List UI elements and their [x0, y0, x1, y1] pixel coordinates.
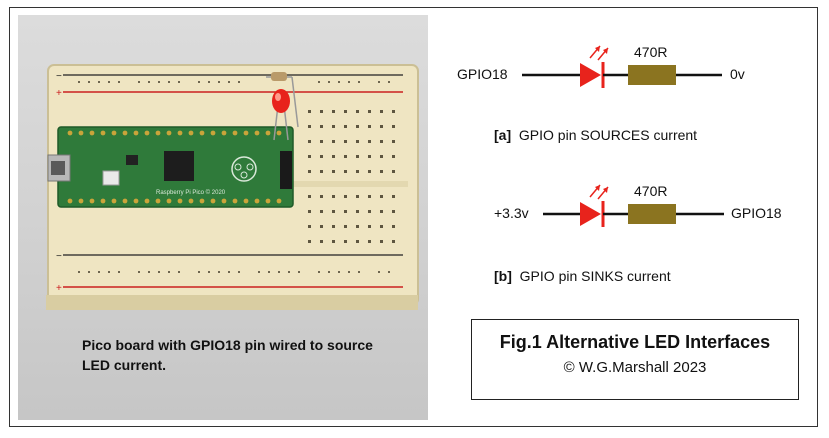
circuit-b-caption-text: GPIO pin SINKS current: [519, 268, 671, 284]
circuit-b: [543, 184, 724, 227]
circuit-a-caption: [a] GPIO pin SOURCES current: [494, 127, 697, 143]
circuit-b-resistor-label: 470R: [634, 183, 668, 199]
figure-title-box: Fig.1 Alternative LED Interfaces © W.G.M…: [471, 319, 799, 400]
led-b-symbol: [580, 202, 601, 226]
circuit-a-resistor-label: 470R: [634, 44, 668, 60]
circuit-b-left-label: +3.3v: [494, 205, 529, 221]
circuit-b-caption-tag: [b]: [494, 268, 512, 284]
circuit-a-caption-text: GPIO pin SOURCES current: [518, 127, 698, 143]
circuit-a-left-label: GPIO18: [457, 66, 508, 82]
circuit-a-right-label: 0v: [730, 66, 745, 82]
svg-text:+: +: [56, 88, 62, 99]
circuit-a-caption-tag: [a]: [494, 127, 512, 143]
svg-text:+: +: [56, 283, 62, 294]
svg-text:−: −: [56, 71, 62, 82]
breadboard-photo: − + − +: [18, 15, 428, 420]
figure-title: Fig.1 Alternative LED Interfaces: [499, 332, 771, 352]
led-and-resistor: [266, 72, 299, 141]
photo-caption: Pico board with GPIO18 pin wired to sour…: [82, 337, 373, 373]
circuit-b-right-label: GPIO18: [731, 205, 782, 221]
circuit-b-caption: [b] GPIO pin SINKS current: [494, 268, 671, 284]
resistor-b-symbol: [628, 204, 676, 224]
svg-text:−: −: [56, 251, 62, 262]
led-a-symbol: [580, 63, 601, 87]
circuit-a: [522, 45, 722, 88]
pico-board: Raspberry Pi Pico © 2020: [47, 126, 294, 208]
figure-copyright: © W.G.Marshall 2023: [563, 359, 707, 376]
board-silkscreen: Raspberry Pi Pico © 2020: [156, 189, 226, 196]
resistor-a-symbol: [628, 65, 676, 85]
breadboard-illustration: − + − +: [46, 64, 419, 310]
